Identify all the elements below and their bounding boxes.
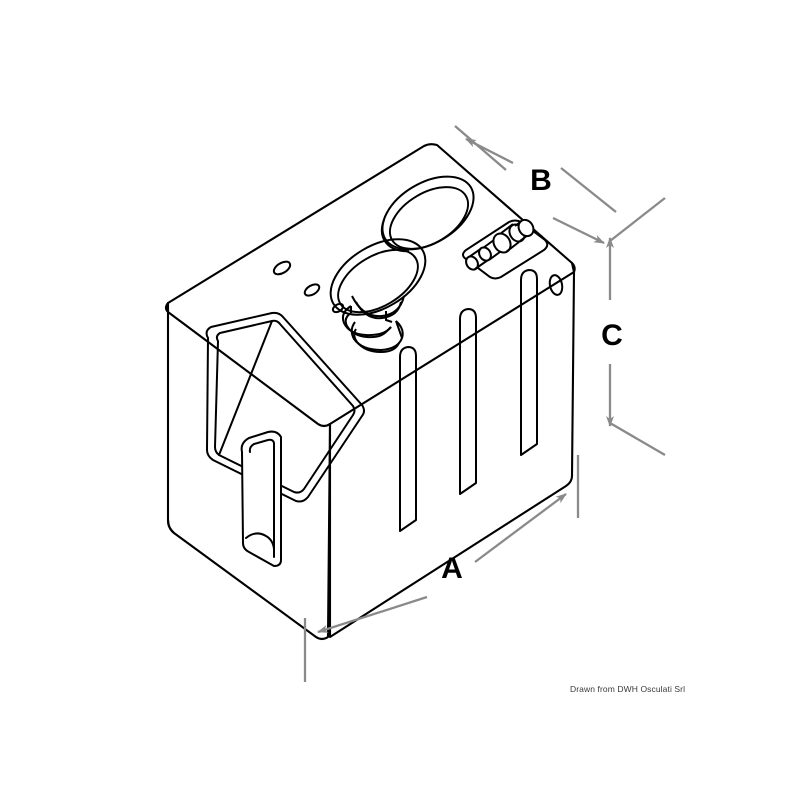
dim-b-arrow-right — [552, 216, 605, 245]
dim-b-ext-right — [560, 167, 617, 213]
handle-bottom-bowl — [245, 532, 275, 550]
fitting-top-knob — [517, 218, 535, 238]
vent-hole-large — [272, 260, 292, 276]
clamp-ring-lower-arc-inner — [353, 328, 400, 354]
dim-a-arrow-right — [474, 493, 567, 563]
dimension-a — [303, 455, 580, 682]
front-filler-neck-inner — [355, 301, 402, 320]
dimension-label-a: A — [441, 552, 463, 585]
recess-outer-edge — [205, 311, 365, 503]
dimension-b — [454, 125, 617, 245]
vent-hole-small — [331, 302, 345, 314]
fitting-boss-platform — [462, 219, 549, 280]
tank-right-face — [328, 270, 576, 639]
stiffening-ribs — [399, 269, 538, 532]
clamp-ring-gap-edge-2 — [386, 326, 392, 332]
tank-right-back-edge — [570, 261, 576, 274]
stiffening-rib-2 — [459, 308, 477, 495]
stiffening-rib-3 — [520, 269, 538, 456]
credit-caption: Drawn from DWH Osculati Srl — [570, 684, 685, 694]
recess-inner-edge — [214, 319, 356, 494]
dimension-label-c: C — [601, 319, 623, 352]
handle-channel — [240, 430, 282, 567]
vent-hole-medium — [303, 283, 321, 297]
handle-inner-profile — [248, 438, 275, 558]
dim-c-ext-bottom — [609, 422, 666, 456]
stiffening-rib-1 — [399, 346, 417, 532]
valve-fitting-assembly — [465, 218, 535, 271]
tank-top-face — [164, 143, 576, 428]
vent-holes-group — [272, 260, 345, 314]
front-recessed-panel — [205, 311, 365, 503]
clamp-ring-tab — [395, 320, 403, 339]
split-clamp-ring — [341, 305, 404, 354]
tank-body — [164, 143, 576, 641]
boss-outline — [462, 219, 549, 280]
dimension-c — [606, 197, 666, 456]
dim-c-ext-top — [609, 197, 666, 242]
dim-b-arrow-left — [465, 137, 514, 165]
fitting-collar-1 — [478, 246, 492, 262]
front-filler-opening — [329, 238, 427, 320]
fitting-end-cap — [465, 255, 479, 271]
dimension-label-b: B — [530, 164, 552, 197]
clamp-ring-lug — [385, 311, 393, 323]
side-oval-hole — [548, 274, 564, 296]
clamp-ring-lower-arc — [350, 320, 404, 352]
dim-b-ext-left — [454, 125, 507, 171]
dim-a-arrow-left — [317, 595, 428, 634]
recess-crease-line — [218, 320, 273, 456]
front-filler-outer-rim — [329, 238, 427, 316]
tank-bottom-left-corner — [166, 518, 176, 535]
